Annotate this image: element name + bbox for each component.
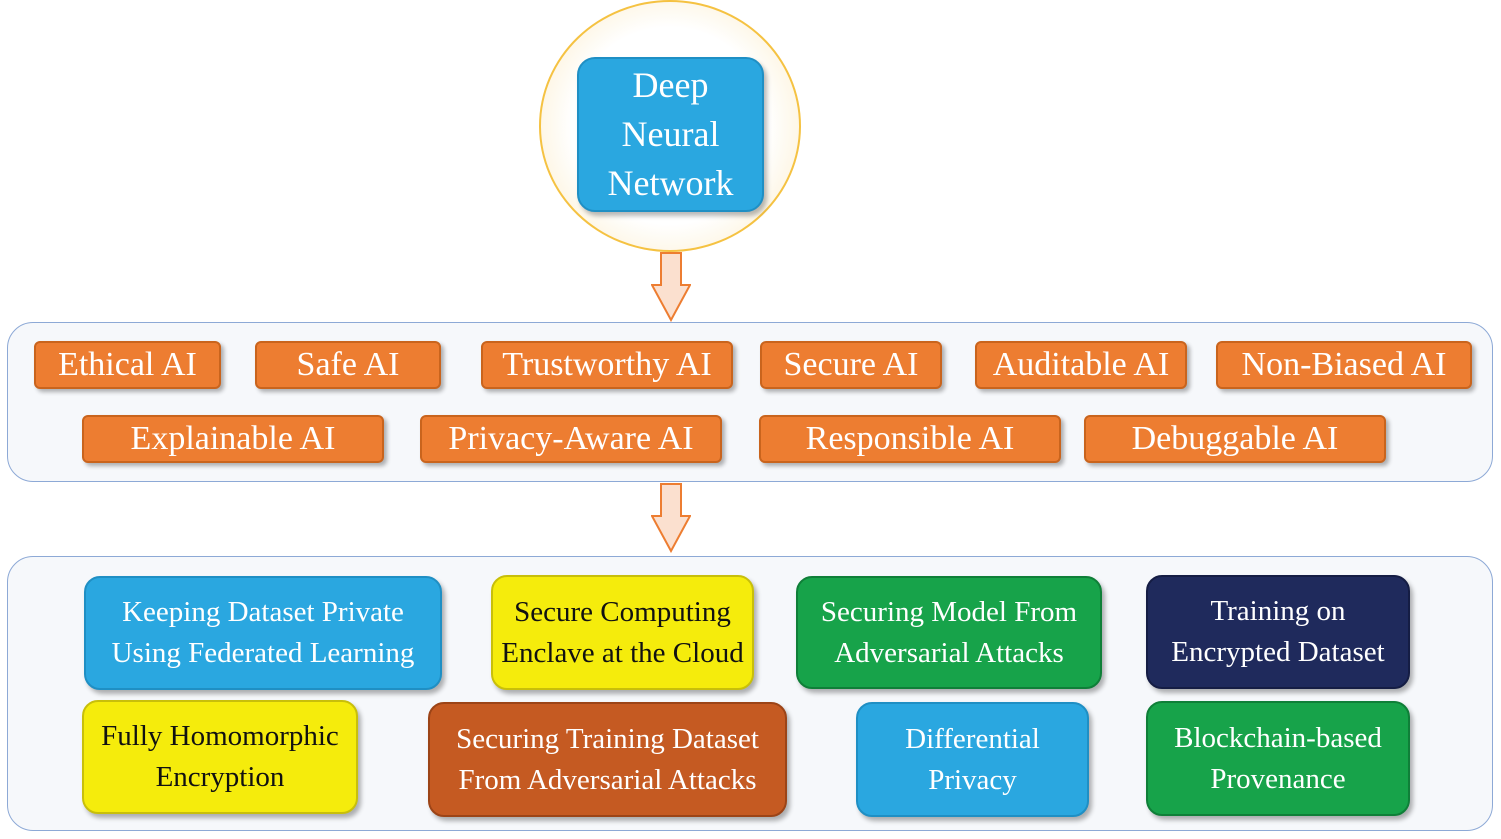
down-arrow-icon — [651, 252, 691, 322]
principle-auditable-ai: Auditable AI — [975, 341, 1187, 389]
technique-blockchain-provenance: Blockchain-based Provenance — [1146, 701, 1410, 816]
principle-debuggable-ai: Debuggable AI — [1084, 415, 1386, 463]
technique-encrypted-training: Training on Encrypted Dataset — [1146, 575, 1410, 689]
technique-securing-training-dataset: Securing Training Dataset From Adversari… — [428, 702, 787, 817]
technique-label: Securing Training Dataset From Adversari… — [456, 722, 759, 796]
technique-label: Securing Model From Adversarial Attacks — [820, 595, 1078, 669]
technique-federated-learning: Keeping Dataset Private Using Federated … — [84, 576, 442, 690]
principle-privacy-aware-ai: Privacy-Aware AI — [420, 415, 722, 463]
principle-explainable-ai: Explainable AI — [82, 415, 384, 463]
root-node-deep-neural-network: Deep Neural Network — [577, 57, 764, 212]
technique-secure-enclave: Secure Computing Enclave at the Cloud — [491, 575, 754, 690]
technique-label: Differential Privacy — [905, 722, 1040, 796]
technique-label: Training on Encrypted Dataset — [1171, 595, 1385, 668]
technique-label: Keeping Dataset Private Using Federated … — [111, 596, 415, 669]
principle-trustworthy-ai: Trustworthy AI — [481, 341, 733, 389]
technique-securing-model: Securing Model From Adversarial Attacks — [796, 576, 1102, 689]
technique-differential-privacy: Differential Privacy — [856, 702, 1089, 817]
principle-secure-ai: Secure AI — [760, 341, 942, 389]
principle-ethical-ai: Ethical AI — [34, 341, 221, 389]
principle-safe-ai: Safe AI — [255, 341, 441, 389]
down-arrow-icon — [651, 483, 691, 553]
technique-label: Secure Computing Enclave at the Cloud — [501, 595, 744, 669]
technique-homomorphic-encryption: Fully Homomorphic Encryption — [82, 700, 358, 814]
technique-label: Fully Homomorphic Encryption — [101, 720, 339, 793]
root-node-label: Deep Neural Network — [607, 65, 734, 203]
principle-responsible-ai: Responsible AI — [759, 415, 1061, 463]
principle-non-biased-ai: Non-Biased AI — [1216, 341, 1472, 389]
technique-label: Blockchain-based Provenance — [1174, 721, 1382, 795]
